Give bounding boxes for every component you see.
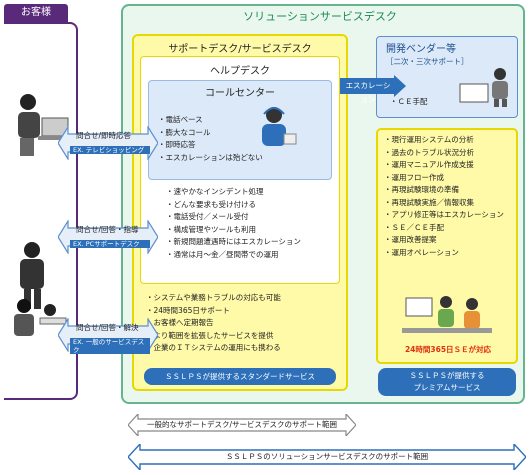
list-item: 運用フロー作成 [384, 172, 504, 185]
list-item: より範囲を拡張したサービスを提供 [146, 330, 281, 343]
inquiry-label-2: 問合せ/回答・指導 [76, 225, 139, 234]
inquiry-example-3: EX. 一般のサービスデスク [70, 338, 150, 354]
customer-person-illustration-1 [18, 94, 72, 156]
premium-service-line2: プレミアムサービス [413, 383, 481, 392]
list-item: 構成管理やツールも利用 [166, 224, 301, 237]
customer-person-illustration-2 [14, 242, 67, 336]
list-item: お客様へ定期報告 [146, 317, 281, 330]
list-item: 24時間365日サポート [146, 305, 281, 318]
list-item: 再現試験環境の準備 [384, 184, 504, 197]
se-support-label: 24時間365日ＳＥが対応 [404, 345, 492, 354]
list-item: 電話ベース [158, 114, 263, 127]
customer-tab: お客様 [4, 4, 68, 22]
list-item: システムや業務トラブルの対応も可能 [146, 292, 281, 305]
list-item: 膨大なコール [158, 127, 263, 140]
standard-service-badge: ＳＳＬＰＳが提供するスタンダードサービス [144, 368, 336, 385]
sslps-range-label: ＳＳＬＰＳのソリューションサービスデスクのサポート範囲 [225, 452, 429, 461]
inquiry-label-1: 問合せ/即時応答 [76, 131, 132, 140]
engineer-illustration [459, 68, 508, 107]
support-desk-title: サポートデスク/サービスデスク [168, 44, 312, 55]
vendor-list: ＣＥ手配 [390, 96, 428, 109]
list-item: ＣＥ手配 [390, 96, 428, 109]
list-item: 運用マニュアル作成支援 [384, 159, 504, 172]
inquiry-label-3: 問合せ/回答・解決 [76, 323, 139, 332]
help-desk-title: ヘルプデスク [210, 66, 270, 77]
general-range-label: 一般的なサポートデスク/サービスデスクのサポート範囲 [146, 420, 338, 429]
list-item: どんな要求も受け付ける [166, 199, 301, 212]
vendor-title: 開発ベンダー等 [386, 44, 456, 55]
operator-illustration [262, 107, 297, 146]
list-item: 速やかなインシデント処理 [166, 186, 301, 199]
premium-service-line1: ＳＳＬＰＳが提供する [409, 371, 485, 380]
sslps-range-arrow [128, 444, 526, 470]
list-item: 電話受付／メール受付 [166, 211, 301, 224]
inquiry-example-1: EX. テレビショッピング [70, 146, 150, 154]
premium-service-badge: ＳＳＬＰＳが提供する プレミアムサービス [378, 368, 516, 396]
escalation-arrow [340, 75, 406, 97]
list-item: 現行運用システムの分析 [384, 134, 504, 147]
premium-list: 現行運用システムの分析 過去のトラブル状況分析 運用マニュアル作成支援 運用フロ… [384, 134, 504, 259]
list-item: 企業のＩＴシステムの運用にも携わる [146, 342, 281, 355]
support-desk-list: システムや業務トラブルの対応も可能 24時間365日サポート お客様へ定期報告 … [146, 292, 281, 355]
solution-desk-title: ソリューションサービスデスク [243, 10, 397, 23]
call-center-list: 電話ベース 膨大なコール 即時応答 エスカレーションは殆どない [158, 114, 263, 164]
call-center-title: コールセンター [205, 88, 275, 99]
list-item: 運用オペレーション [384, 247, 504, 260]
escalation-label: エスカレーション [345, 81, 391, 104]
list-item: 通常は月～金／昼間帯での運用 [166, 249, 301, 262]
vendor-subtitle: ［二次・三次サポート］ [386, 57, 469, 66]
list-item: 運用改善提案 [384, 234, 504, 247]
list-item: ＳＥ／ＣＥ手配 [384, 222, 504, 235]
list-item: 即時応答 [158, 139, 263, 152]
list-item: エスカレーションは殆どない [158, 152, 263, 165]
se-team-illustration [402, 296, 492, 333]
list-item: 新規問題遭遇時にはエスカレーション [166, 236, 301, 249]
help-desk-list: 速やかなインシデント処理 どんな要求も受け付ける 電話受付／メール受付 構成管理… [166, 186, 301, 261]
general-range-arrow [128, 414, 356, 436]
list-item: 再現試験実施／情報収集 [384, 197, 504, 210]
list-item: 過去のトラブル状況分析 [384, 147, 504, 160]
list-item: アプリ修正等はエスカレーション [384, 209, 504, 222]
inquiry-example-2: EX. PCサポートデスク [70, 240, 150, 248]
